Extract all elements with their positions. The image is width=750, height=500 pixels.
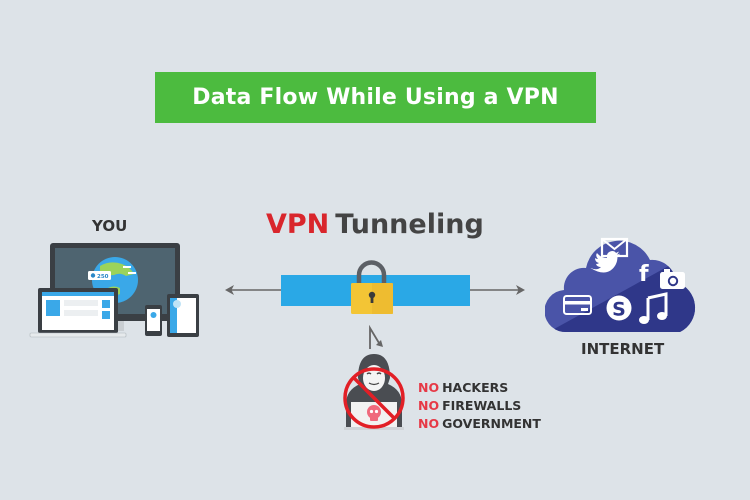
skull-icon	[367, 405, 381, 421]
skype-icon: S	[606, 295, 632, 321]
title-banner: Data Flow While Using a VPN	[155, 72, 596, 123]
padlock-icon	[351, 260, 393, 314]
prohibition-sign-icon	[343, 367, 405, 429]
vpn-title-highlight: VPN	[266, 209, 330, 240]
you-label: YOU	[92, 217, 128, 235]
intercept-arrow-icon	[369, 325, 383, 349]
internet-label: INTERNET	[581, 340, 665, 358]
diagram-title: Data Flow While Using a VPN	[192, 85, 559, 110]
internet-cloud-icon: f S	[545, 237, 696, 333]
twitter-icon	[590, 251, 620, 273]
badge-count: 250	[97, 274, 109, 280]
mask	[363, 365, 385, 391]
devices-icon: 250	[29, 243, 199, 338]
arrow-right-icon	[516, 285, 525, 295]
music-icon	[639, 292, 668, 324]
svg-text:S: S	[612, 299, 626, 321]
arrow-left-icon	[225, 285, 234, 295]
credit-card-icon	[563, 295, 592, 315]
notification-badge	[88, 271, 111, 280]
camera-icon	[660, 269, 685, 289]
vpn-title-rest: Tunneling	[335, 209, 484, 240]
vpn-tunnel	[225, 260, 525, 314]
hacker-icon	[343, 354, 405, 430]
facebook-icon: f	[639, 262, 649, 287]
